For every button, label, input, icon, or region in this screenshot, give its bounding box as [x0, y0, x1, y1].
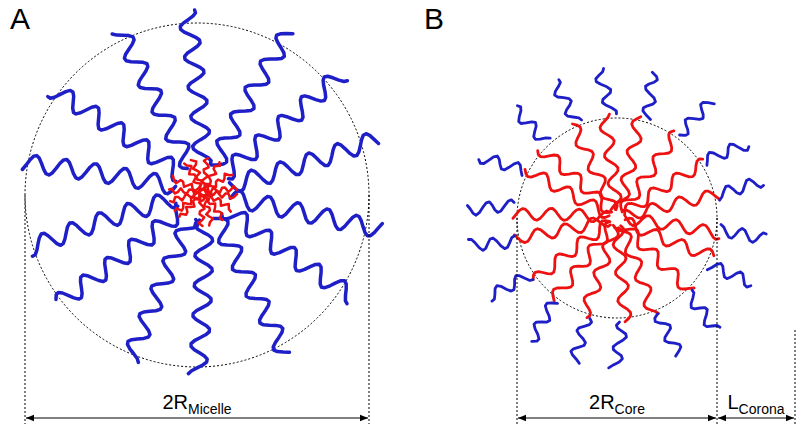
dimension-symbol: A	[10, 2, 30, 35]
polymer-chain	[555, 80, 582, 120]
polymer-chain	[112, 34, 189, 169]
dimension-subscript: Micelle	[188, 401, 232, 417]
dimension-label: LCorona	[727, 392, 784, 412]
polymer-chain	[625, 159, 703, 215]
dimension-subscript: Core	[615, 401, 645, 417]
polymer-chain	[680, 102, 715, 135]
polymer-chain	[467, 200, 514, 215]
polymer-chain	[614, 117, 641, 210]
polymer-chain	[643, 72, 658, 119]
polymer-chains	[22, 10, 766, 374]
polymer-chain	[721, 225, 766, 243]
polymer-chain	[609, 322, 627, 368]
polymer-chain	[596, 69, 617, 114]
polymer-chain	[180, 10, 211, 164]
dimension-subscript: Corona	[739, 401, 785, 417]
polymer-chain	[22, 156, 175, 194]
polymer-chain	[191, 160, 204, 190]
polymer-chain	[707, 144, 749, 165]
core-outline	[517, 118, 717, 318]
panel-letter: B	[424, 4, 444, 34]
dimension-symbol: 2R	[589, 391, 615, 413]
polymer-chain	[615, 228, 659, 314]
polymer-chain	[691, 290, 720, 327]
polymer-chain	[623, 191, 719, 218]
polymer-chain	[655, 314, 681, 356]
polymer-chain	[532, 303, 558, 341]
polymer-chain	[538, 151, 612, 213]
polymer-chain	[720, 179, 764, 200]
dimension-symbol: L	[727, 391, 738, 413]
polymer-chain	[213, 218, 290, 352]
polymer-chain	[468, 236, 514, 251]
dimension-symbol: 2R	[162, 391, 188, 413]
panel-letter: A	[10, 4, 30, 34]
polymer-chain	[33, 195, 178, 256]
extension-lines	[25, 195, 795, 424]
polymer-chain	[205, 186, 237, 194]
dimension-symbol: B	[424, 2, 444, 35]
polymer-chain	[600, 114, 621, 210]
polymer-chain	[517, 106, 550, 140]
dimension-label: 2RMicelle	[162, 392, 231, 412]
polymer-chain	[230, 134, 379, 192]
polymer-chain	[618, 228, 694, 289]
polymer-chain	[56, 203, 178, 299]
polymer-chain	[211, 34, 293, 166]
polymer-chain	[492, 276, 533, 301]
micelle-outline	[25, 23, 369, 367]
dimension-label: 2RCore	[589, 392, 645, 412]
polymer-chain	[513, 208, 610, 221]
polymer-chain	[533, 221, 610, 280]
polymer-chain	[230, 191, 382, 236]
polymer-chain	[613, 226, 631, 322]
polymer-chain	[206, 174, 233, 193]
dimension-arrows	[26, 418, 794, 419]
polymer-chain	[188, 220, 212, 374]
polymer-chain	[707, 263, 751, 287]
polymer-chain	[571, 318, 592, 363]
polymer-chain	[479, 156, 522, 176]
polymer-chain	[222, 213, 347, 304]
